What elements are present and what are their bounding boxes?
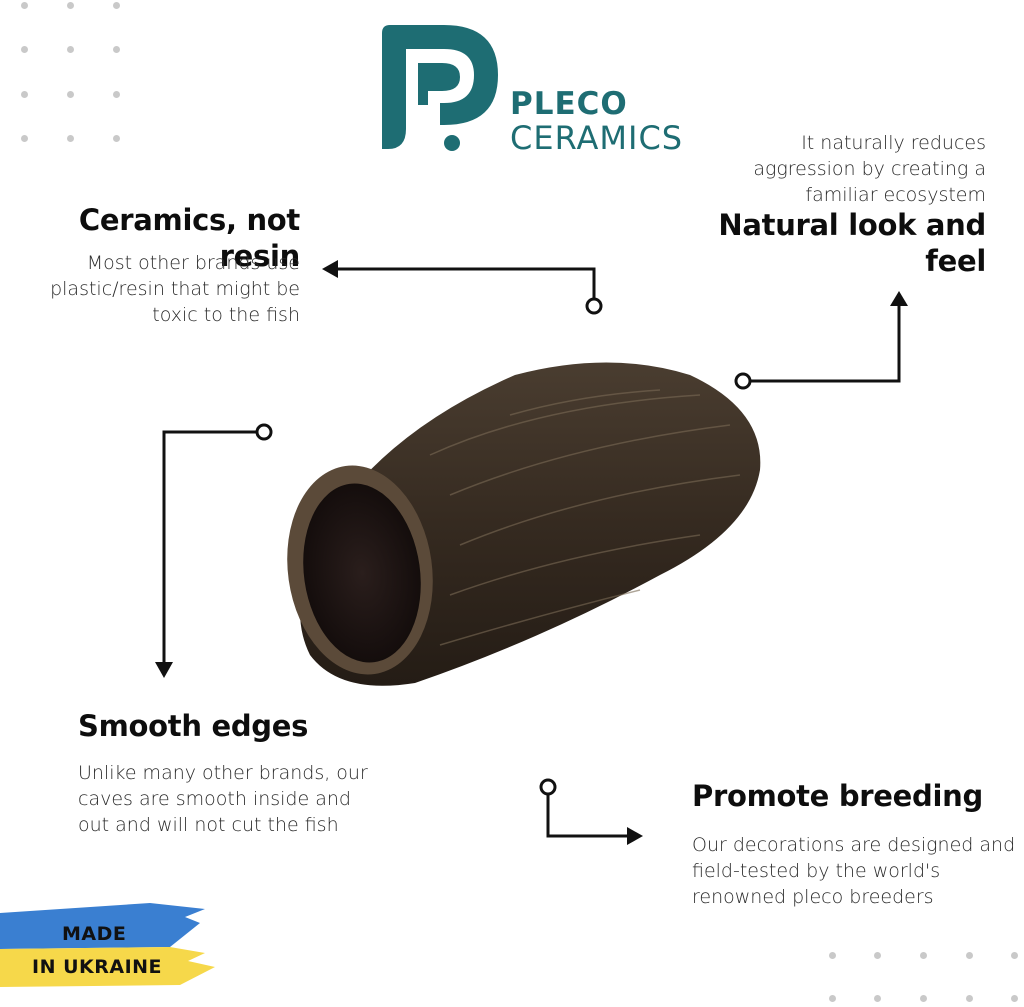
brand-name-line2: CERAMICS	[510, 119, 684, 157]
pleco-ceramics-logo-icon	[382, 25, 498, 151]
arrow-left-head	[322, 260, 338, 278]
feature-breeding-title: Promote breeding	[692, 779, 983, 813]
arrow-up-icon	[734, 302, 901, 390]
arrow-left-icon	[334, 267, 603, 315]
arrow-right-icon	[539, 778, 630, 838]
badge-line1: MADE	[62, 923, 127, 945]
badge-line2: IN UKRAINE	[32, 956, 163, 978]
arrow-down-head	[155, 662, 173, 678]
log-cave-image-icon	[287, 362, 761, 686]
arrow-right-head	[627, 827, 643, 845]
feature-ceramics-title: Ceramics, not resin	[78, 203, 300, 273]
feature-natural-description: It naturally reduces aggression by creat…	[753, 132, 986, 206]
brand-name-line1: PLECO	[510, 86, 628, 122]
brand-logo: PLECO CERAMICS	[382, 25, 682, 160]
feature-natural-title: Natural look and feel	[718, 208, 986, 278]
arrow-up-head	[890, 291, 908, 306]
feature-smooth-description: Unlike many other brands, our caves are …	[78, 762, 368, 836]
feature-breeding-description: Our decorations are designed and field-t…	[692, 834, 1016, 908]
ukraine-flag-icon	[0, 903, 215, 987]
feature-ceramics-description: Most other brands use plastic/resin that…	[50, 252, 300, 326]
feature-smooth-title: Smooth edges	[78, 709, 309, 743]
arrow-down-icon	[162, 423, 273, 665]
made-in-ukraine-badge: MADE IN UKRAINE	[0, 895, 230, 995]
